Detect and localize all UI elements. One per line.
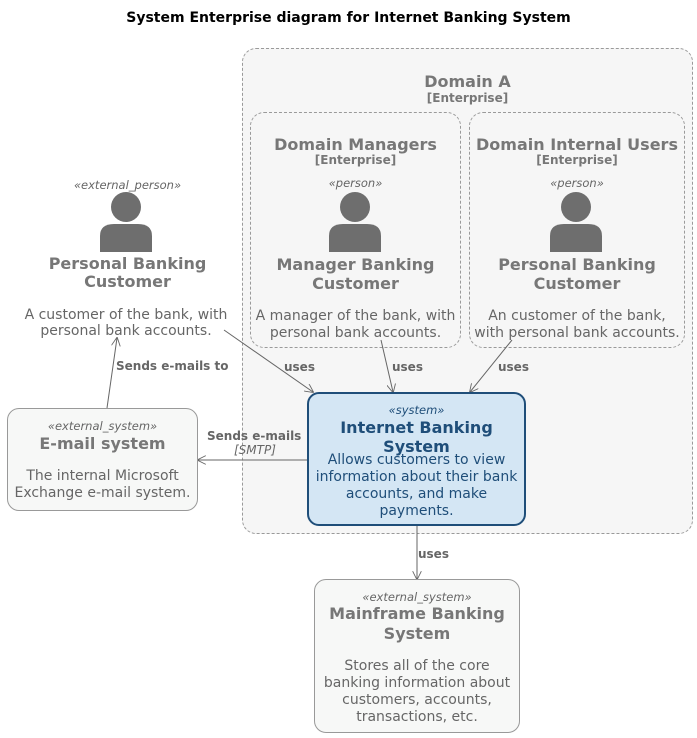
boundary-domain-managers-title: Domain Managers [274,135,437,154]
email-desc-2: Exchange e-mail system. [14,485,191,501]
personal-internal-name-1: Personal Banking [498,255,656,274]
mainframe-desc-1: Stores all of the core [344,658,490,674]
ibs-desc-1: Allows customers to view [327,452,506,468]
edge-internal-to-ibs [470,339,513,392]
rel-sends-emails-tech: [SMTP] [234,443,276,457]
ibs-desc-3: accounts, and make [345,486,488,502]
ibs-desc-4: payments. [379,503,454,519]
mainframe-desc-2: banking information about [323,675,511,691]
personal-external-name-1: Personal Banking [48,254,207,273]
boundary-domain-a-type: [Enterprise] [426,91,509,105]
personal-internal-desc-2: with personal bank accounts. [474,325,680,341]
mainframe-name-1: Mainframe Banking [329,604,505,623]
boundary-domain-internal-type: [Enterprise] [536,153,618,167]
mainframe-name-2: System [383,624,451,643]
email-system-box: «external_system» E-mail system The inte… [7,408,198,511]
rel-internal-uses: uses [498,360,529,374]
boundary-domain-a-title: Domain A [424,72,511,91]
manager-name-1: Manager Banking [276,255,435,274]
personal-external-stereotype: «external_person» [73,178,182,192]
ibs-stereotype: «system» [388,403,445,417]
rel-personal-uses: uses [284,360,315,374]
mainframe-system-box: «external_system» Mainframe Banking Syst… [314,579,520,733]
personal-external-desc-1: A customer of the bank, with [24,307,228,323]
ibs-desc-2: information about their bank [315,469,518,485]
edge-personal-to-ibs [223,329,313,392]
person-icon [550,192,602,252]
personal-external-desc-2: personal bank accounts. [40,323,212,339]
rel-sends-emails-to: Sends e-mails to [116,359,229,373]
personal-external-name-2: Customer [84,272,171,291]
email-desc-1: The internal Microsoft [26,468,179,484]
mainframe-stereotype: «external_system» [362,590,472,604]
rel-ibs-uses-mainframe: uses [418,547,449,561]
boundary-domain-internal-title: Domain Internal Users [476,135,678,154]
boundary-domain-managers-type: [Enterprise] [314,153,397,167]
manager-name-2: Customer [312,274,399,293]
ibs-name: Internet Banking System [340,418,493,456]
manager-stereotype: «person» [328,176,383,190]
diagram-title: System Enterprise diagram for Internet B… [126,10,571,26]
person-icon [100,192,152,252]
edge-manager-to-ibs [380,339,393,392]
email-name: E-mail system [39,434,166,453]
mainframe-desc-4: transactions, etc. [356,709,478,725]
personal-internal-name-2: Customer [533,274,621,293]
personal-internal-stereotype: «person» [550,176,604,190]
personal-internal-desc-1: An customer of the bank, [488,308,666,324]
rel-manager-uses: uses [392,360,423,374]
manager-desc-1: A manager of the bank, with [255,308,456,324]
mainframe-desc-3: customers, accounts, [342,692,492,708]
edge-email-to-personal [106,338,117,409]
manager-desc-2: personal bank accounts. [269,325,442,341]
person-icon [329,192,381,252]
rel-sends-emails: Sends e-mails [207,429,302,443]
internet-banking-system-box: «system» Internet Banking System Allows … [307,392,526,526]
email-stereotype: «external_system» [47,419,158,433]
